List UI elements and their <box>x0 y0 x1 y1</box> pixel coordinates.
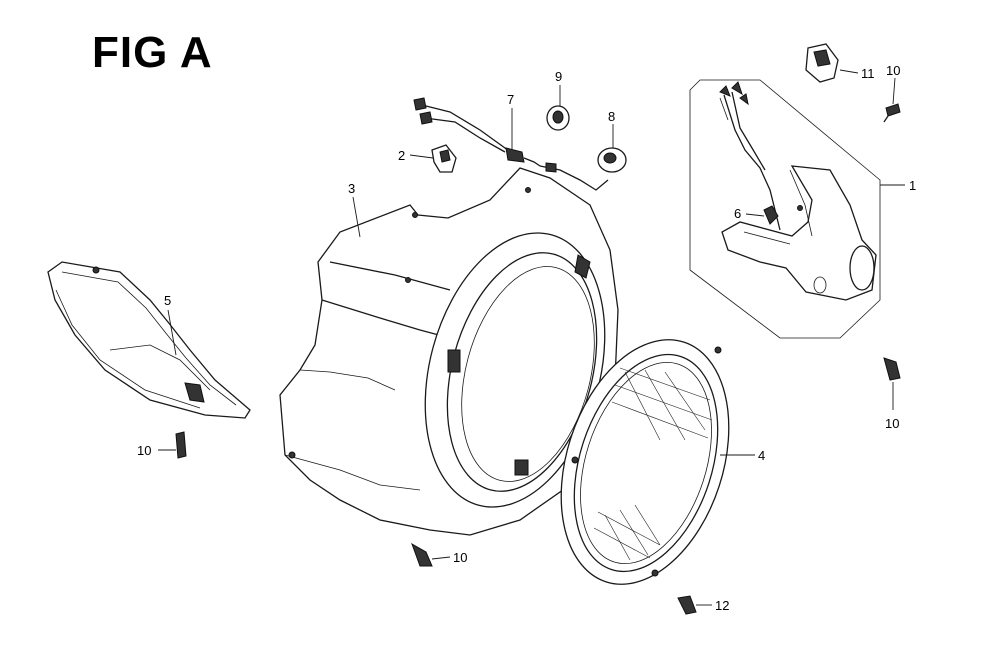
part-6-clamp <box>763 205 779 225</box>
callout-7: 7 <box>507 92 514 107</box>
part-10-bolt-top-right <box>883 103 901 123</box>
callout-1: 1 <box>909 178 916 193</box>
callout-10-right: 10 <box>885 416 899 431</box>
part-10-bolt-bottom <box>411 542 433 567</box>
callout-3: 3 <box>348 181 355 196</box>
callout-12: 12 <box>715 598 729 613</box>
callout-6: 6 <box>734 206 741 221</box>
callout-2: 2 <box>398 148 405 163</box>
part-10-bolt-left <box>175 431 187 459</box>
callout-labels: 1 2 3 4 5 6 7 8 9 10 10 10 10 11 12 <box>137 63 916 613</box>
part-7-wire-harness <box>413 97 541 167</box>
callout-11: 11 <box>861 66 875 81</box>
part-9-grommet <box>546 105 570 131</box>
callout-10-left: 10 <box>137 443 151 458</box>
callout-10-top-right: 10 <box>886 63 900 78</box>
part-5-side-plate <box>47 261 251 419</box>
part-8-switch <box>539 147 627 191</box>
part-3-fan-shroud <box>279 167 619 536</box>
callout-9: 9 <box>555 69 562 84</box>
callout-10-bottom: 10 <box>453 550 467 565</box>
part-1-control-assembly <box>689 79 881 339</box>
callout-8: 8 <box>608 109 615 124</box>
part-10-bolt-right <box>883 357 901 381</box>
callout-5: 5 <box>164 293 171 308</box>
callout-4: 4 <box>758 448 765 463</box>
part-4-screen-grille <box>560 339 730 585</box>
leader-lines <box>158 69 905 606</box>
part-12-bolt <box>677 595 697 615</box>
part-2-clip <box>431 144 457 173</box>
part-11-clip <box>805 43 839 83</box>
figure-title: FIG A <box>92 28 213 77</box>
